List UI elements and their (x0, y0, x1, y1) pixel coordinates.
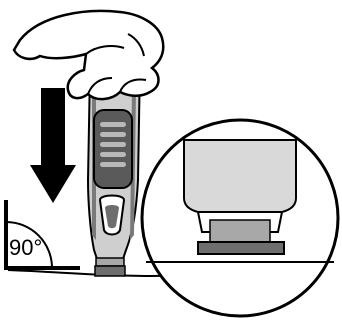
injection-pen-icon (86, 55, 142, 277)
hand-icon (12, 9, 165, 101)
magnified-detail-icon (140, 118, 340, 318)
angle-label: 90° (9, 235, 42, 260)
right-angle-icon: 90° (4, 200, 80, 270)
down-arrow-icon (30, 88, 76, 203)
